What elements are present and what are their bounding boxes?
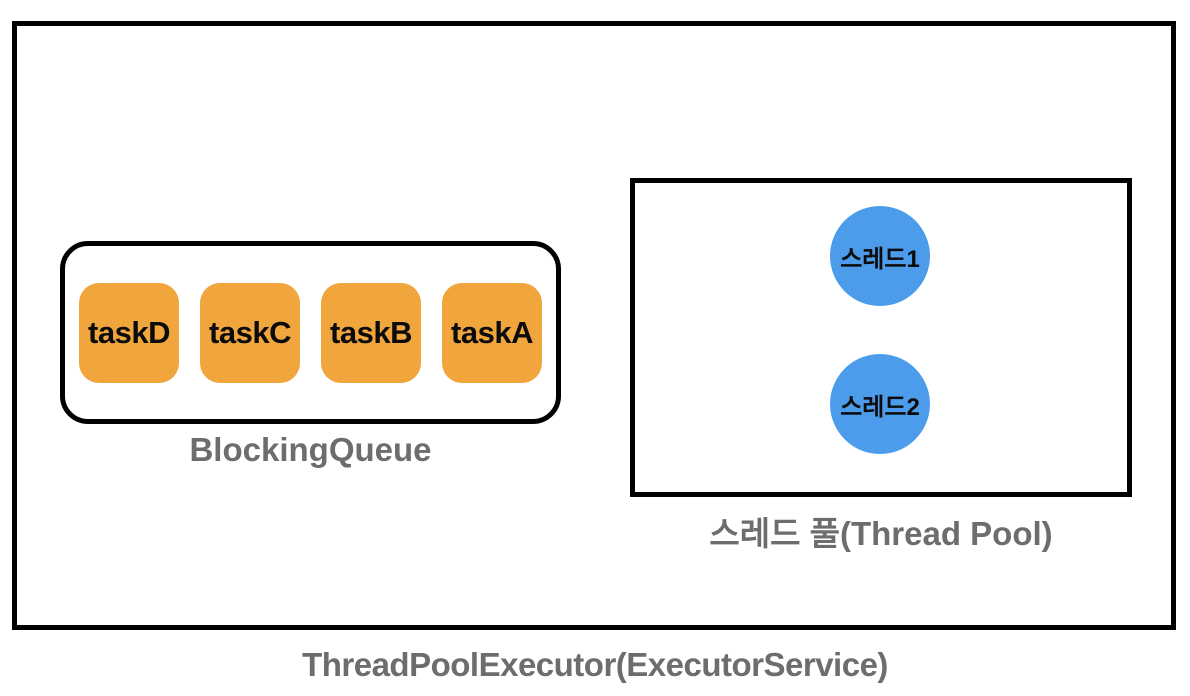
- task-node-b: taskB: [321, 282, 421, 383]
- task-node-d: taskD: [79, 282, 179, 383]
- diagram-caption: ThreadPoolExecutor(ExecutorService): [302, 646, 888, 683]
- threadpool-executor-box: taskD taskC taskB taskA BlockingQueue 스레…: [12, 21, 1176, 630]
- thread-pool-label: 스레드 풀(Thread Pool): [709, 515, 1053, 552]
- task-node-a: taskA: [442, 282, 542, 383]
- blocking-queue-label: BlockingQueue: [189, 431, 432, 468]
- blocking-queue-box: taskD taskC taskB taskA: [60, 241, 561, 424]
- task-node-c: taskC: [200, 282, 300, 383]
- thread-node-1: 스레드1: [830, 206, 930, 306]
- thread-pool-box: 스레드1 스레드2: [630, 178, 1132, 497]
- thread-node-2: 스레드2: [830, 354, 930, 454]
